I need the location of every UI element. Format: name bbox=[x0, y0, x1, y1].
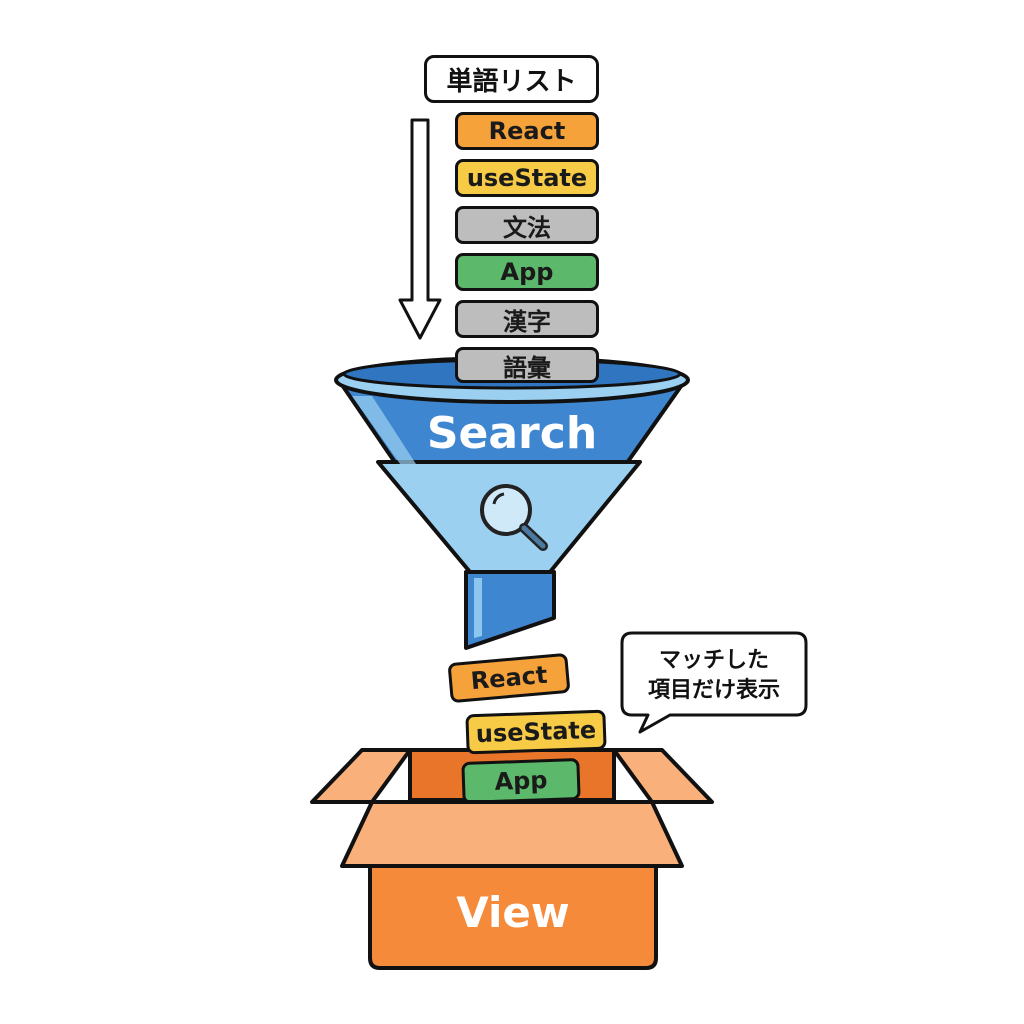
down-arrow-icon bbox=[398, 118, 442, 340]
box-front bbox=[368, 864, 658, 970]
box-front-flap bbox=[340, 800, 684, 868]
magnifier-icon bbox=[480, 484, 548, 551]
spout-highlight bbox=[474, 578, 482, 638]
callout-line-2: 項目だけ表示 bbox=[647, 678, 780, 703]
input-item-usestate: useState bbox=[455, 159, 599, 197]
cone-highlight bbox=[352, 396, 478, 560]
word-list-header: 単語リスト bbox=[424, 55, 599, 103]
box-flap-right bbox=[612, 748, 714, 804]
input-item-vocabulary: 語彙 bbox=[455, 347, 599, 383]
callout-bubble bbox=[620, 631, 808, 734]
input-item-kanji: 漢字 bbox=[455, 300, 599, 338]
callout-text: マッチした 項目だけ表示 bbox=[624, 646, 804, 706]
input-item-react: React bbox=[455, 112, 599, 150]
input-item-app: App bbox=[455, 253, 599, 291]
funnel-label: Search bbox=[426, 408, 598, 459]
box-label: View bbox=[456, 888, 570, 937]
input-item-grammar: 文法 bbox=[455, 206, 599, 244]
callout-line-1: マッチした bbox=[658, 648, 769, 673]
